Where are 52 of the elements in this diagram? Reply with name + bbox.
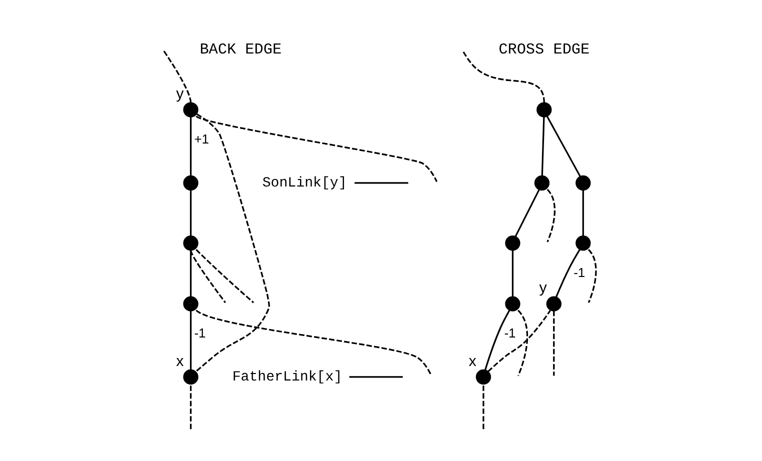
node-label: x (176, 352, 184, 370)
connector (588, 249, 597, 303)
connector (541, 116, 545, 176)
node-circle (183, 175, 198, 191)
connector (349, 376, 403, 378)
connector (190, 250, 226, 304)
label: CROSS EDGE (498, 40, 590, 59)
connector (488, 310, 551, 372)
connector (514, 189, 540, 237)
node-circle (536, 102, 552, 118)
connector (196, 310, 432, 376)
node-circle (505, 296, 520, 312)
node-label: y (176, 86, 184, 103)
connector (196, 116, 438, 182)
connector (517, 310, 528, 376)
node-circle (476, 369, 492, 385)
node-circle (183, 296, 198, 312)
edge-label: -1 (194, 326, 206, 341)
connector (555, 249, 580, 298)
connector (196, 249, 254, 304)
connector (484, 310, 510, 370)
connector (354, 182, 408, 184)
connector (195, 113, 270, 372)
connector (582, 190, 584, 236)
edge-label: +1 (194, 132, 210, 147)
node-label: y (539, 280, 547, 297)
node-circle (576, 175, 591, 191)
connector (553, 310, 555, 376)
node-circle (576, 236, 591, 251)
connector (163, 50, 192, 103)
connector (190, 386, 192, 430)
connector (190, 310, 192, 370)
node-circle (534, 175, 550, 191)
connector (546, 188, 556, 242)
edge-label: -1 (504, 326, 516, 341)
node-circle (546, 296, 562, 312)
connector (190, 190, 192, 236)
node-text: FatherLink[x] (232, 370, 342, 386)
node-circle (183, 369, 198, 385)
connector (462, 50, 545, 103)
connector (190, 250, 192, 297)
connector (482, 386, 484, 430)
label: BACK EDGE (200, 40, 282, 59)
connector (546, 116, 581, 177)
edge-label: -1 (574, 264, 586, 280)
node-text: SonLink[y] (262, 176, 347, 192)
node-circle (183, 236, 198, 251)
connector (190, 116, 192, 176)
node-circle (505, 236, 520, 251)
node-label: x (468, 352, 476, 370)
connector (512, 250, 514, 297)
node-circle (183, 102, 198, 118)
